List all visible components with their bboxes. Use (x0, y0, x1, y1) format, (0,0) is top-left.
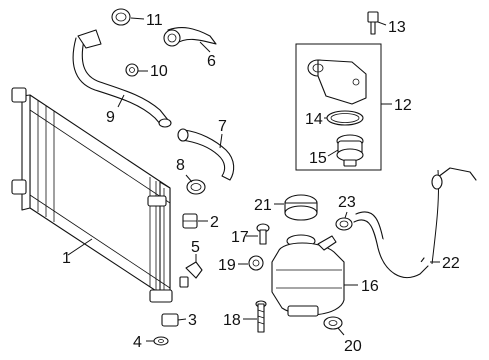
bracket-lower (161, 313, 179, 327)
callout-8: 8 (176, 157, 185, 174)
drain-plug (179, 261, 203, 288)
callout-10: 10 (150, 63, 168, 80)
bolt-17 (256, 223, 270, 245)
callout-13: 13 (388, 19, 406, 36)
hose-clamp-upper (111, 8, 131, 26)
hose-clamp-lower (186, 179, 206, 195)
pipe-clip (125, 63, 139, 77)
callout-7: 7 (218, 118, 227, 135)
callout-6: 6 (207, 53, 216, 70)
callout-20: 20 (344, 338, 362, 355)
coolant-reservoir (271, 234, 345, 317)
callout-18: 18 (223, 312, 241, 329)
bracket-upper (182, 213, 198, 229)
thermostat (336, 134, 364, 167)
callout-5: 5 (191, 239, 200, 256)
callout-2: 2 (210, 214, 219, 231)
callout-12: 12 (394, 97, 412, 114)
callout-17: 17 (231, 229, 249, 246)
callout-14: 14 (305, 111, 323, 128)
callout-11: 11 (146, 12, 163, 29)
grommet-20 (323, 316, 343, 330)
callout-19: 19 (218, 257, 236, 274)
callout-4: 4 (133, 334, 142, 351)
callout-9: 9 (106, 109, 115, 126)
callout-22: 22 (442, 255, 460, 272)
callout-15: 15 (309, 150, 327, 167)
upper-hose (163, 27, 217, 47)
bolt-18 (255, 300, 267, 333)
hose-clamp-reservoir (335, 217, 353, 231)
callout-3: 3 (188, 312, 197, 329)
coolant-pipe-assembly (72, 29, 172, 128)
thermostat-kit-box (295, 43, 382, 171)
nut-19 (248, 255, 264, 271)
callout-23: 23 (338, 194, 356, 211)
pressure-cap (284, 194, 318, 221)
leader-lines (67, 17, 440, 342)
washer (153, 336, 169, 346)
callout-16: 16 (361, 278, 379, 295)
callout-1: 1 (62, 250, 71, 267)
lower-hose (177, 128, 235, 181)
callout-labels: 1 2 3 4 5 6 7 8 9 10 11 12 13 14 15 16 1… (62, 12, 460, 355)
thermostat-housing (307, 59, 367, 105)
radiator (11, 87, 173, 303)
thermostat-seal (326, 110, 364, 126)
overflow-hose (353, 167, 477, 279)
bolt-top (367, 11, 379, 35)
callout-21: 21 (254, 197, 272, 214)
